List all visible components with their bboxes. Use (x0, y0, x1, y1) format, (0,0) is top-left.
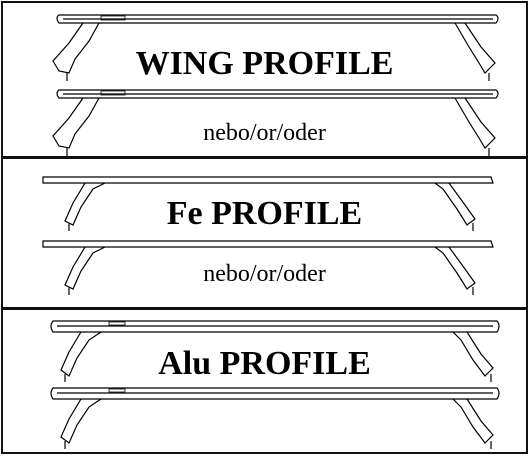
alu-profile-panel: Alu PROFILE (1, 308, 528, 454)
panel-subtitle-or: nebo/or/oder (203, 261, 326, 287)
wing-profile-panel: WING PROFILE nebo/or/oder (1, 1, 528, 158)
fe-profile-rack-drawings (42, 176, 494, 295)
panel-subtitle-or: nebo/or/oder (203, 120, 326, 146)
panel-title-wing-profile: WING PROFILE (135, 45, 394, 82)
alu-profile-rack-drawings (50, 320, 500, 449)
wing-profile-rack-drawings (52, 14, 499, 156)
panel-title-alu-profile: Alu PROFILE (158, 345, 371, 382)
fe-profile-panel: Fe PROFILE nebo/or/oder (1, 157, 528, 309)
panel-title-fe-profile: Fe PROFILE (166, 195, 363, 232)
